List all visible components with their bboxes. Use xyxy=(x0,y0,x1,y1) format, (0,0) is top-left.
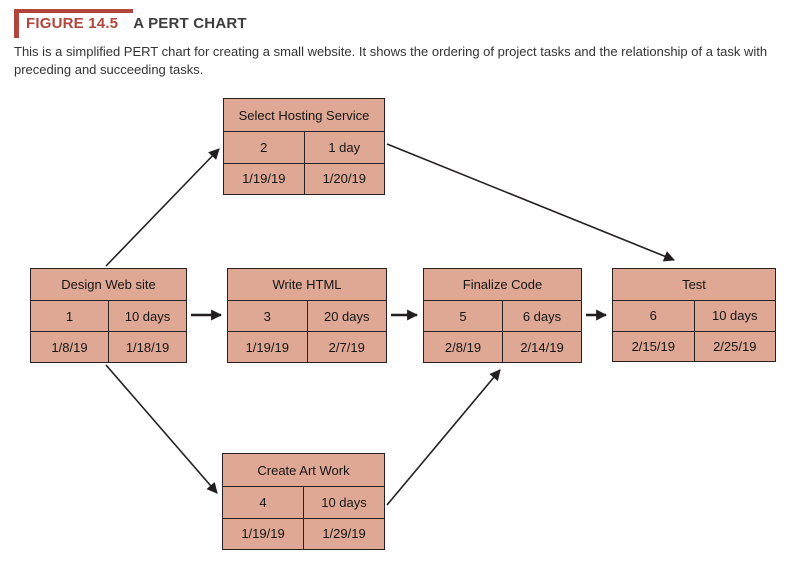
task-dates-row: 1/19/19 1/29/19 xyxy=(223,517,384,549)
task-number: 3 xyxy=(228,301,308,332)
task-name: Design Web site xyxy=(31,269,186,302)
task-dates-row: 1/8/19 1/18/19 xyxy=(31,331,186,363)
task-start-date: 1/19/19 xyxy=(224,163,305,194)
figure-description: This is a simplified PERT chart for crea… xyxy=(14,44,768,77)
task-box-select-hosting-service: Select Hosting Service 2 1 day 1/19/19 1… xyxy=(223,98,385,195)
arrow-design-to-select-hosting xyxy=(105,148,220,267)
task-number: 6 xyxy=(613,300,695,331)
task-start-date: 2/8/19 xyxy=(424,332,503,363)
task-name: Test xyxy=(613,269,775,301)
task-end-date: 2/14/19 xyxy=(520,339,564,355)
task-name: Create Art Work xyxy=(223,454,384,488)
task-number: 1 xyxy=(31,301,109,332)
task-duration: 10 days xyxy=(321,494,367,510)
task-end-date: 2/25/19 xyxy=(713,338,757,354)
task-end-date: 2/7/19 xyxy=(328,339,365,355)
task-name: Select Hosting Service xyxy=(224,99,384,133)
task-end-date: 1/29/19 xyxy=(322,526,366,542)
task-name: Finalize Code xyxy=(424,269,581,302)
task-box-write-html: Write HTML 3 20 days 1/19/19 2/7/19 xyxy=(227,268,387,363)
task-dates-row: 2/15/19 2/25/19 xyxy=(613,330,775,362)
task-box-test: Test 6 10 days 2/15/19 2/25/19 xyxy=(612,268,776,362)
task-values-row: 5 6 days xyxy=(424,301,581,332)
task-duration: 6 days xyxy=(522,308,562,324)
task-box-finalize-code: Finalize Code 5 6 days 2/8/19 2/14/19 xyxy=(423,268,582,363)
task-duration: 10 days xyxy=(711,308,758,324)
task-dates-row: 1/19/19 2/7/19 xyxy=(228,331,386,363)
task-start-date: 1/19/19 xyxy=(223,518,304,549)
task-number: 5 xyxy=(424,301,503,332)
task-duration: 20 days xyxy=(323,308,370,324)
task-values-row: 1 10 days xyxy=(31,301,186,332)
figure-header: FIGURE 14.5 A PERT CHART xyxy=(26,15,247,32)
task-dates-row: 1/19/19 1/20/19 xyxy=(224,162,384,194)
task-values-row: 4 10 days xyxy=(223,487,384,518)
task-box-create-art-work: Create Art Work 4 10 days 1/19/19 1/29/1… xyxy=(222,453,385,550)
task-end-date: 1/18/19 xyxy=(125,339,170,355)
task-start-date: 1/8/19 xyxy=(31,332,109,363)
task-dates-row: 2/8/19 2/14/19 xyxy=(424,331,581,363)
task-values-row: 6 10 days xyxy=(613,300,775,331)
figure-accent-bar xyxy=(14,9,19,38)
task-start-date: 1/19/19 xyxy=(228,332,308,363)
figure-accent-rule xyxy=(14,9,133,13)
task-values-row: 2 1 day xyxy=(224,132,384,163)
task-end-date: 1/20/19 xyxy=(322,171,366,187)
arrow-select-hosting-to-test xyxy=(386,143,676,262)
arrow-create-art-to-finalize xyxy=(386,369,501,506)
arrow-design-to-create-art xyxy=(105,364,218,494)
task-number: 4 xyxy=(223,487,304,518)
task-duration: 10 days xyxy=(124,308,171,324)
task-duration: 1 day xyxy=(328,139,361,155)
figure-label: FIGURE 14.5 xyxy=(26,15,119,32)
task-name: Write HTML xyxy=(228,269,386,302)
task-start-date: 2/15/19 xyxy=(613,331,695,362)
task-box-design-web-site: Design Web site 1 10 days 1/8/19 1/18/19 xyxy=(30,268,187,363)
task-values-row: 3 20 days xyxy=(228,301,386,332)
figure-title: A PERT CHART xyxy=(133,15,247,32)
task-number: 2 xyxy=(224,132,305,163)
